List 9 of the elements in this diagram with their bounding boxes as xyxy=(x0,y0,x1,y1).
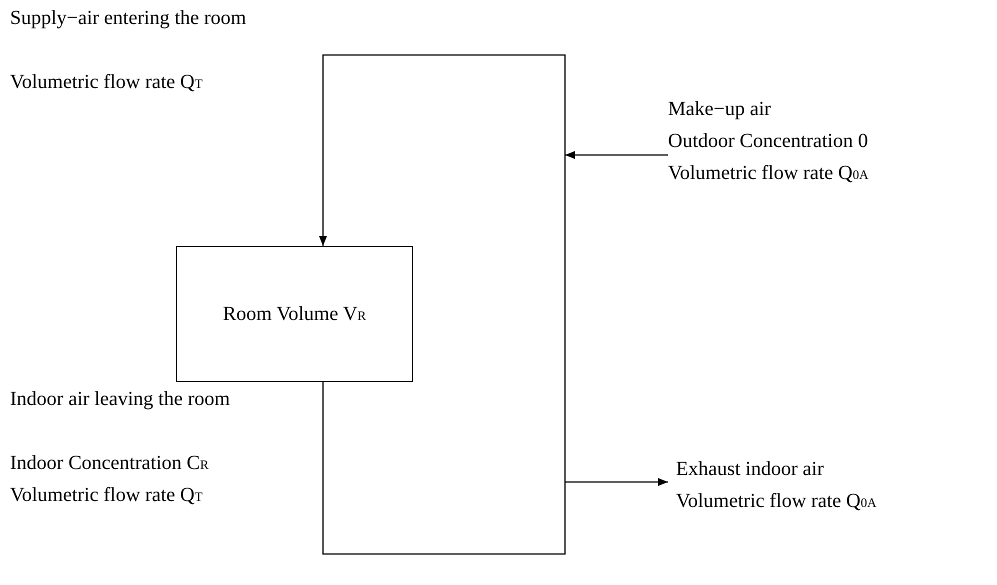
annotation-text: Indoor air leaving the room xyxy=(10,387,231,412)
node-text: Exhaust indoor air xyxy=(676,457,825,482)
annotation-text: Supply−air entering the room xyxy=(10,6,248,31)
node-text: Make−up air xyxy=(668,97,772,122)
room-box xyxy=(176,246,413,382)
node-text: Outdoor Concentration 0 xyxy=(668,129,869,154)
duct-loop-arrow xyxy=(319,54,566,555)
arrow xyxy=(565,478,668,486)
arrow xyxy=(565,151,668,159)
